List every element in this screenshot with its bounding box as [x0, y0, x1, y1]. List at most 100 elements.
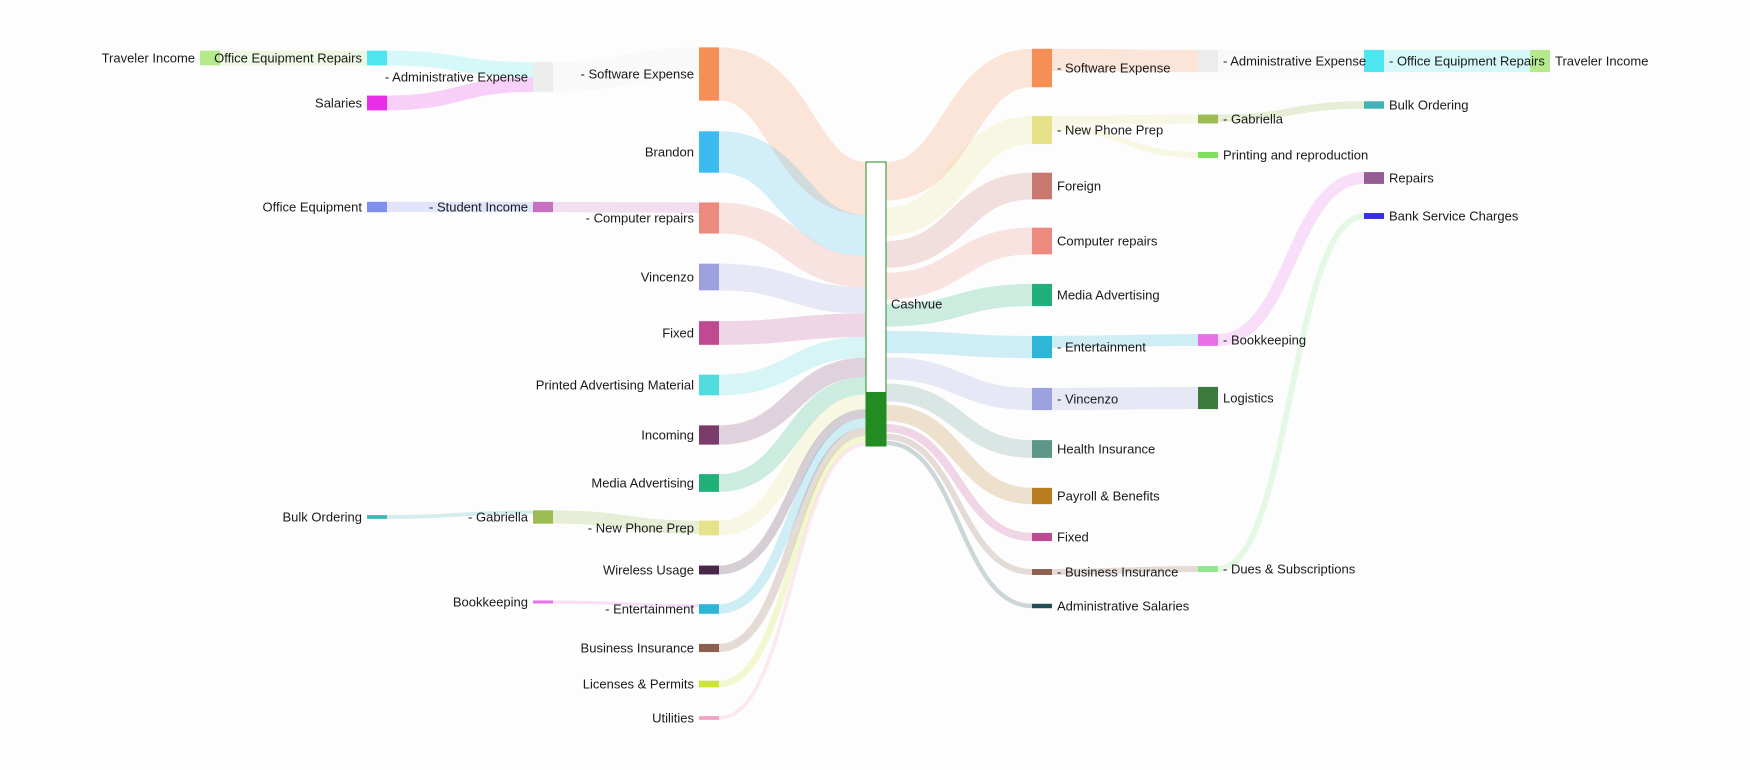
flow-link	[718, 427, 867, 653]
node-bar	[699, 565, 719, 575]
flow-link	[885, 172, 1033, 268]
node-label: Fixed	[662, 326, 694, 341]
node-bar	[1032, 335, 1052, 359]
node-label: Bulk Ordering	[283, 510, 362, 525]
node-label: - Office Equipment Repairs	[1389, 54, 1545, 69]
node-label: - Business Insurance	[1057, 565, 1178, 580]
node-bar	[699, 425, 719, 445]
node-bar	[533, 510, 553, 524]
flow-link	[552, 47, 700, 92]
node-label: Health Insurance	[1057, 442, 1155, 457]
node-label: - Entertainment	[605, 602, 694, 617]
node-bar	[699, 47, 719, 101]
flow-link	[718, 202, 867, 288]
node-fill-cashvue	[866, 392, 886, 446]
flow-link	[386, 50, 534, 77]
flow-link	[718, 263, 867, 314]
node-bar	[1364, 49, 1384, 73]
node-bar	[699, 131, 719, 173]
node-bar	[1032, 115, 1052, 145]
node-bar	[699, 680, 719, 688]
node-label: - Bookkeeping	[1223, 333, 1306, 348]
flow-link	[1051, 48, 1199, 73]
node-bar	[1198, 114, 1218, 124]
flow-link	[1051, 386, 1199, 411]
flow-link	[884, 48, 1034, 201]
links-layer	[219, 47, 1530, 720]
node-label: - Entertainment	[1057, 340, 1146, 355]
flow-link	[386, 77, 534, 111]
flow-link	[718, 435, 867, 688]
flow-link	[552, 510, 700, 534]
node-label: Brandon	[645, 145, 694, 160]
flow-link	[718, 442, 867, 720]
node-bar	[1198, 386, 1218, 410]
node-label: - Administrative Expense	[1223, 54, 1366, 69]
flow-link	[552, 201, 700, 213]
node-label: - New Phone Prep	[588, 521, 694, 536]
flow-link	[885, 440, 1033, 609]
node-label: Media Advertising	[591, 476, 694, 491]
flow-link	[718, 357, 867, 445]
node-label: - Computer repairs	[586, 211, 695, 226]
node-bar	[1032, 283, 1052, 307]
flow-link	[885, 283, 1033, 327]
flow-link	[386, 510, 534, 519]
flow-link	[1051, 124, 1199, 158]
flow-link	[718, 418, 867, 614]
node-label: Printed Advertising Material	[536, 378, 694, 393]
flow-link	[885, 115, 1033, 236]
node-label: Office Equipment	[263, 200, 363, 215]
flow-link	[718, 337, 867, 396]
flow-link	[718, 376, 867, 492]
node-label: Computer repairs	[1057, 234, 1158, 249]
node-label: - Dues & Subscriptions	[1223, 562, 1356, 577]
flow-link	[1217, 172, 1365, 346]
node-bar	[699, 321, 719, 345]
node-label: Bank Service Charges	[1389, 209, 1519, 224]
node-label: Traveler Income	[102, 51, 195, 66]
node-bar	[699, 263, 719, 291]
flow-link	[885, 330, 1033, 359]
flow-link	[885, 404, 1033, 505]
flow-link	[1051, 334, 1199, 348]
node-label: - Student Income	[429, 200, 528, 215]
node-label: Cashvue	[891, 297, 942, 312]
node-bar	[1032, 440, 1052, 458]
node-label: Incoming	[641, 428, 694, 443]
flow-link	[885, 424, 1033, 542]
flow-link	[1217, 101, 1365, 122]
node-label: Wireless Usage	[603, 563, 694, 578]
flow-link	[885, 433, 1033, 575]
flow-link	[885, 383, 1033, 458]
node-bar	[1198, 334, 1218, 346]
node-bar	[1198, 152, 1218, 158]
node-bar	[699, 374, 719, 396]
node-bar	[367, 95, 387, 111]
node-label: Traveler Income	[1555, 54, 1648, 69]
node-bar	[1364, 213, 1384, 219]
node-bar	[533, 201, 553, 213]
node-label: - Gabriella	[468, 510, 529, 525]
node-bar	[1198, 566, 1218, 572]
node-label: Fixed	[1057, 530, 1089, 545]
flow-link	[1217, 213, 1365, 572]
node-bar	[1198, 49, 1218, 73]
node-label: Salaries	[315, 96, 362, 111]
node-bar	[1364, 172, 1384, 184]
node-label: - Software Expense	[581, 67, 694, 82]
node-label: Foreign	[1057, 179, 1101, 194]
node-label: Bookkeeping	[453, 595, 528, 610]
node-label: Media Advertising	[1057, 288, 1160, 303]
flow-link	[1051, 566, 1199, 575]
node-bar	[1032, 48, 1052, 88]
node-label: Administrative Salaries	[1057, 599, 1190, 614]
node-bar	[1530, 49, 1550, 73]
flow-link	[718, 394, 867, 536]
node-bar	[1364, 101, 1384, 109]
node-label: Vincenzo	[641, 270, 694, 285]
node-label: Licenses & Permits	[583, 677, 695, 692]
node-label: - New Phone Prep	[1057, 123, 1163, 138]
